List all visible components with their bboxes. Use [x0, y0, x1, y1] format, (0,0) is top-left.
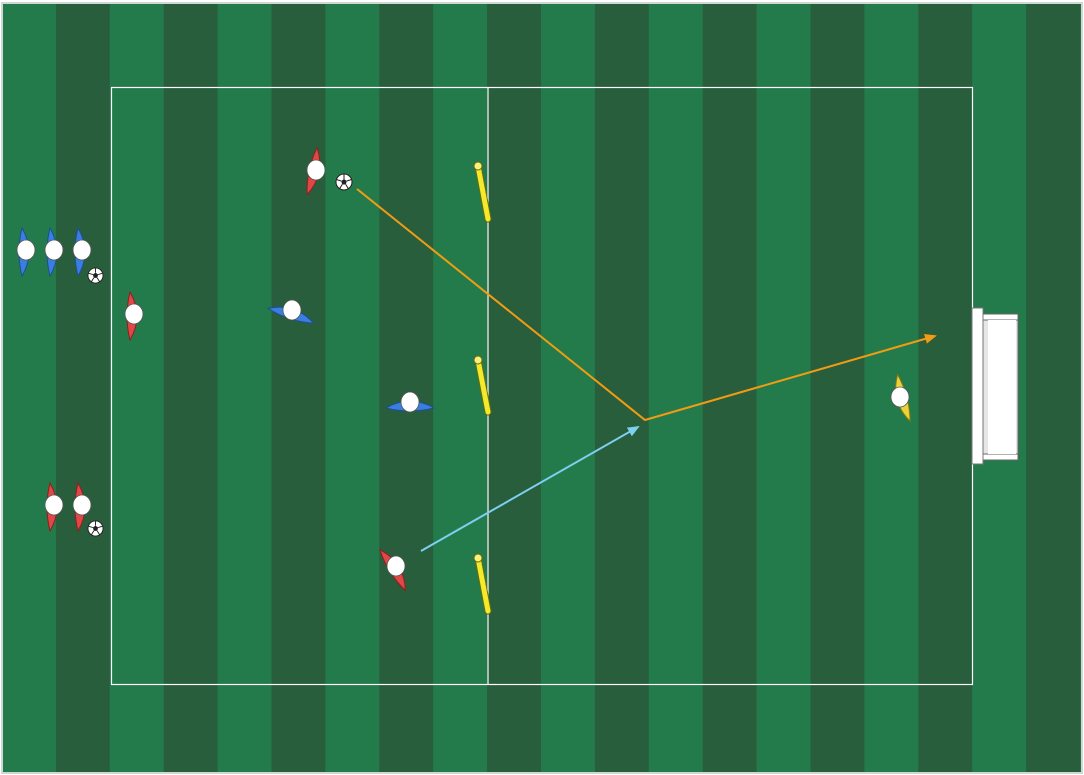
player-icon	[890, 373, 911, 423]
pitch-stripe	[109, 3, 165, 773]
pitch-stripe	[2, 3, 57, 773]
pitch-stripe	[756, 3, 811, 773]
soccer-ball-icon	[87, 267, 104, 284]
pole-icon	[473, 553, 492, 615]
pole-icon	[473, 161, 492, 223]
pitch-stripe	[433, 3, 488, 773]
pitch-stripe	[325, 3, 380, 773]
pitch-stripe	[541, 3, 596, 773]
pitch-stripe	[163, 3, 219, 773]
player-icon	[72, 481, 92, 533]
player-icon	[124, 290, 144, 342]
goal-icon	[971, 307, 1019, 465]
player-icon	[72, 226, 92, 278]
player-icon	[44, 226, 64, 278]
pitch-stripe	[271, 3, 326, 773]
pass-arrow	[356, 188, 937, 422]
player-icon	[306, 146, 326, 196]
pitch-stripe	[55, 3, 111, 773]
pole-icon	[473, 355, 492, 416]
pitch-stripe	[217, 3, 272, 773]
pitch-stripes	[2, 3, 1081, 773]
run-arrow	[420, 426, 640, 552]
pitch-stripe	[1026, 3, 1081, 773]
player-icon	[384, 391, 436, 413]
soccer-ball-icon	[87, 520, 104, 537]
player-icon	[16, 226, 36, 278]
pitch-stripe	[487, 3, 542, 773]
player-icon	[266, 299, 315, 324]
pitch-stripe	[702, 3, 758, 773]
pitch-stripe	[379, 3, 434, 773]
soccer-ball-icon	[335, 173, 353, 191]
pitch-stripe	[810, 3, 865, 773]
player-icon	[379, 548, 406, 592]
player-icon	[44, 481, 64, 533]
pitch-stripe	[864, 3, 919, 773]
pitch-stripe	[648, 3, 704, 773]
pitch-stripe	[594, 3, 650, 773]
pitch-stripe	[918, 3, 973, 773]
